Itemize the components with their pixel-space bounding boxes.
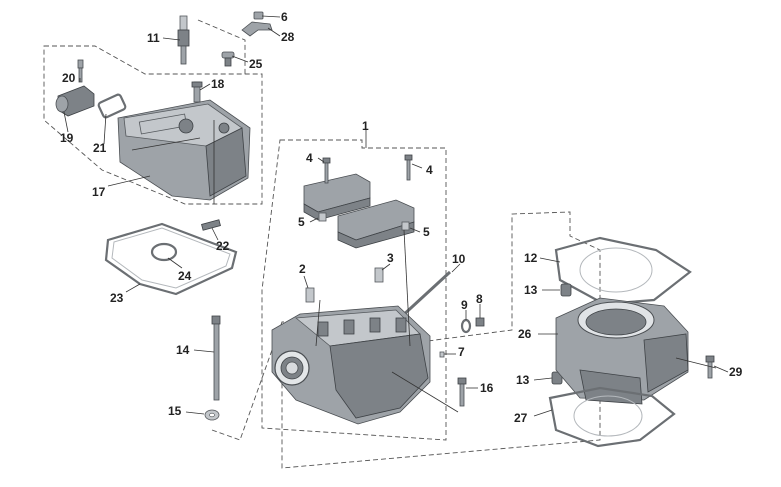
callout-4-left: 4 — [306, 151, 313, 165]
callout-6: 6 — [281, 10, 288, 24]
callout-17: 17 — [92, 185, 106, 199]
callout-27: 27 — [514, 411, 528, 425]
vent-fitting-18 — [191, 81, 203, 103]
callout-13-upper: 13 — [524, 283, 538, 297]
cylinder-group-outline — [281, 211, 601, 469]
cap-bolt-4-left — [322, 157, 331, 184]
bolt-29 — [705, 355, 715, 379]
callout-23: 23 — [110, 291, 124, 305]
cover-bolt-20 — [77, 59, 84, 83]
callout-26: 26 — [518, 327, 532, 341]
valve-cover — [117, 99, 251, 201]
callout-7: 7 — [458, 345, 465, 359]
callout-29: 29 — [729, 365, 743, 379]
callout-11: 11 — [147, 31, 160, 45]
callout-13-lower: 13 — [516, 373, 530, 387]
callout-9: 9 — [461, 298, 468, 312]
callout-21: 21 — [93, 141, 107, 155]
cylinder-head-group-outline — [261, 139, 447, 441]
callout-10: 10 — [452, 252, 466, 266]
seal-22 — [201, 219, 221, 231]
callout-8: 8 — [476, 292, 483, 306]
callout-12: 12 — [524, 251, 538, 265]
stud-14 — [211, 315, 221, 401]
pin-7 — [439, 351, 445, 358]
bracket-28 — [241, 21, 273, 37]
dowel-2 — [305, 287, 315, 303]
bolt-16 — [457, 377, 467, 407]
dowel-5-right — [401, 221, 410, 231]
callout-2: 2 — [299, 262, 306, 276]
cylinder-26 — [555, 297, 689, 405]
camshaft-caps — [303, 173, 415, 249]
nut-6 — [253, 11, 264, 20]
plug-8 — [475, 317, 485, 327]
spark-plug-dashed-guide — [197, 19, 246, 74]
camshaft-sensor-19 — [55, 85, 95, 117]
cylinder-head — [271, 305, 431, 425]
callout-28: 28 — [281, 30, 295, 44]
callout-15: 15 — [168, 404, 182, 418]
o-ring-9 — [460, 318, 472, 334]
callout-19: 19 — [60, 131, 74, 145]
callout-numbers: 1 2 3 4 4 5 5 6 7 8 9 10 11 12 13 13 14 … — [60, 10, 743, 425]
leader-lines — [63, 15, 729, 417]
callout-4-right: 4 — [426, 163, 433, 177]
dowel-3 — [374, 267, 384, 283]
cap-bolt-4-right — [404, 154, 413, 181]
callout-5-right: 5 — [423, 225, 430, 239]
valve-cover-group-outline — [43, 45, 263, 205]
gasket-21 — [97, 93, 127, 119]
callout-16: 16 — [480, 381, 494, 395]
callout-25: 25 — [249, 57, 263, 71]
dowel-5-left — [318, 212, 327, 222]
callout-3: 3 — [387, 251, 394, 265]
callout-20: 20 — [62, 71, 76, 85]
washer-15 — [204, 409, 220, 421]
spark-plug — [177, 15, 190, 65]
oil-filler-cap-25 — [221, 51, 235, 67]
callout-22: 22 — [216, 239, 230, 253]
dowel-13-upper — [560, 283, 572, 297]
stud-washer-dashed-guide — [211, 321, 290, 441]
callout-1: 1 — [362, 119, 369, 133]
cylinder-base-gasket-27 — [548, 386, 676, 448]
valve-cover-gasket-23 — [104, 222, 238, 296]
callout-18: 18 — [211, 77, 225, 91]
callout-14: 14 — [176, 343, 190, 357]
spark-plug-seal-24 — [150, 242, 178, 262]
cylinder-head-gasket-12 — [554, 236, 692, 306]
callout-5-left: 5 — [298, 215, 305, 229]
callout-24: 24 — [178, 269, 192, 283]
